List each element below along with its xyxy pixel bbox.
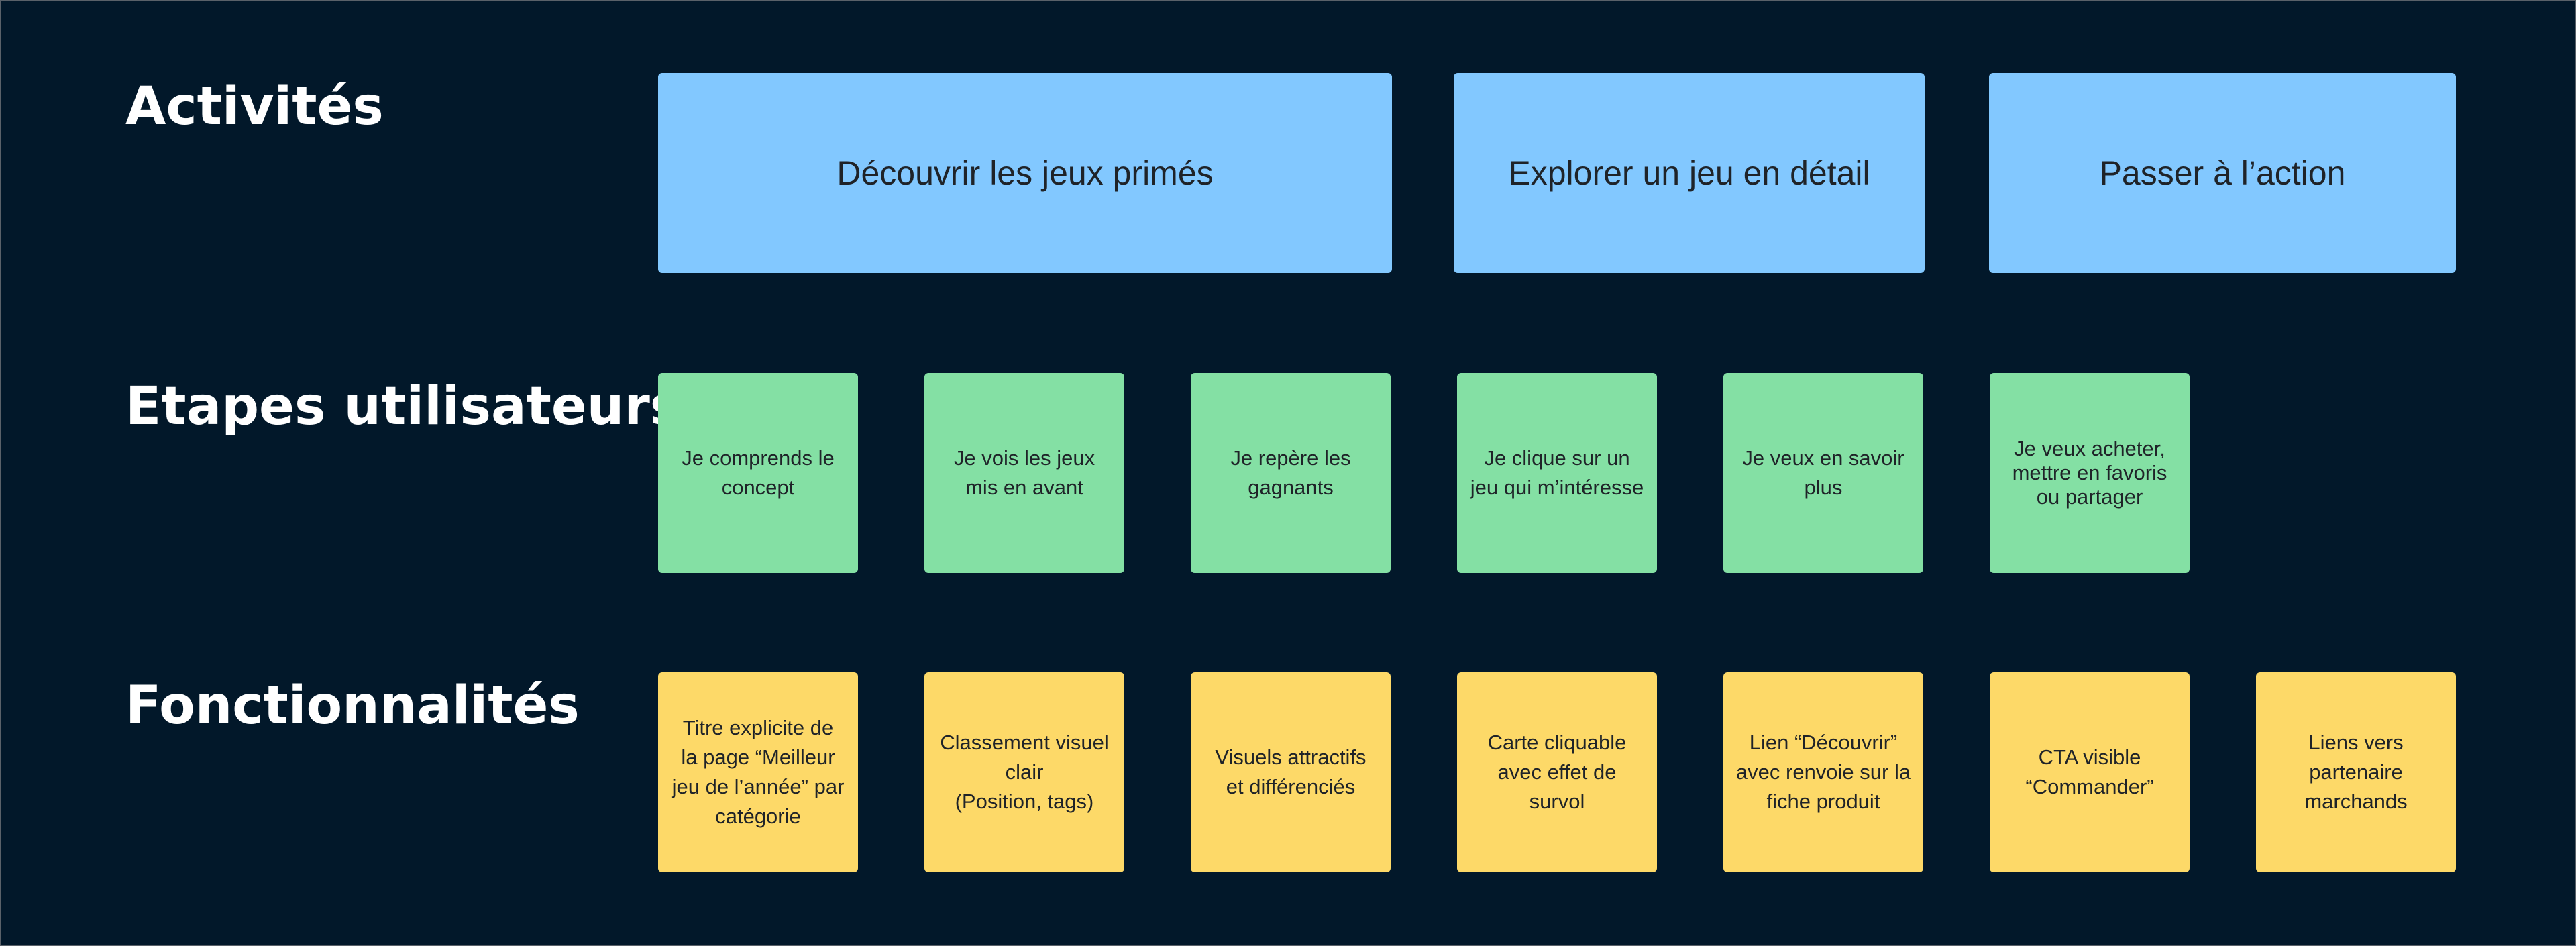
feature-text: Titre explicite de la page “Meilleur jeu…: [672, 716, 845, 828]
feature-text: Carte cliquable avec effet de survol: [1487, 731, 1627, 813]
user-step-text: Je vois les jeux mis en avant: [953, 446, 1095, 499]
user-step-text: Je veux en savoir plus: [1742, 446, 1904, 499]
user-step-text: Je comprends le concept: [682, 446, 835, 499]
user-step-card[interactable]: Je comprends le concept: [658, 373, 858, 573]
feature-card[interactable]: CTA visible “Commander”: [1990, 672, 2190, 872]
row-label-activities: Activités: [125, 76, 384, 137]
feature-text: Lien “Découvrir” avec renvoie sur la fic…: [1735, 731, 1911, 813]
feature-card[interactable]: Visuels attractifs et différenciés: [1191, 672, 1391, 872]
feature-text: CTA visible “Commander”: [2025, 745, 2154, 798]
user-step-text: Je repère les gagnants: [1230, 446, 1351, 499]
user-step-card[interactable]: Je veux acheter, mettre en favoris ou pa…: [1990, 373, 2190, 573]
activity-card[interactable]: Découvrir les jeux primés: [658, 73, 1392, 273]
user-step-card[interactable]: Je repère les gagnants: [1191, 373, 1391, 573]
row-label-user-steps: Etapes utilisateurs: [125, 376, 682, 437]
feature-card[interactable]: Titre explicite de la page “Meilleur jeu…: [658, 672, 858, 872]
feature-card[interactable]: Classement visuel clair (Position, tags): [924, 672, 1124, 872]
user-step-card[interactable]: Je vois les jeux mis en avant: [924, 373, 1124, 573]
feature-text: Classement visuel clair (Position, tags): [940, 731, 1109, 813]
user-step-card[interactable]: Je clique sur un jeu qui m’intéresse: [1457, 373, 1657, 573]
user-step-card[interactable]: Je veux en savoir plus: [1723, 373, 1923, 573]
feature-card[interactable]: Lien “Découvrir” avec renvoie sur la fic…: [1723, 672, 1923, 872]
feature-card[interactable]: Liens vers partenaire marchands: [2256, 672, 2456, 872]
activity-card-text: Découvrir les jeux primés: [837, 154, 1214, 192]
user-step-text: Je veux acheter, mettre en favoris ou pa…: [2012, 437, 2167, 509]
row-label-features: Fonctionnalités: [125, 676, 580, 736]
activity-card[interactable]: Passer à l’action: [1989, 73, 2456, 273]
activity-card-text: Passer à l’action: [2099, 154, 2346, 192]
activity-card-text: Explorer un jeu en détail: [1508, 154, 1870, 192]
feature-text: Liens vers partenaire marchands: [2304, 731, 2408, 813]
feature-card[interactable]: Carte cliquable avec effet de survol: [1457, 672, 1657, 872]
feature-text: Visuels attractifs et différenciés: [1215, 745, 1366, 798]
user-step-text: Je clique sur un jeu qui m’intéresse: [1470, 446, 1644, 499]
activity-card[interactable]: Explorer un jeu en détail: [1454, 73, 1925, 273]
